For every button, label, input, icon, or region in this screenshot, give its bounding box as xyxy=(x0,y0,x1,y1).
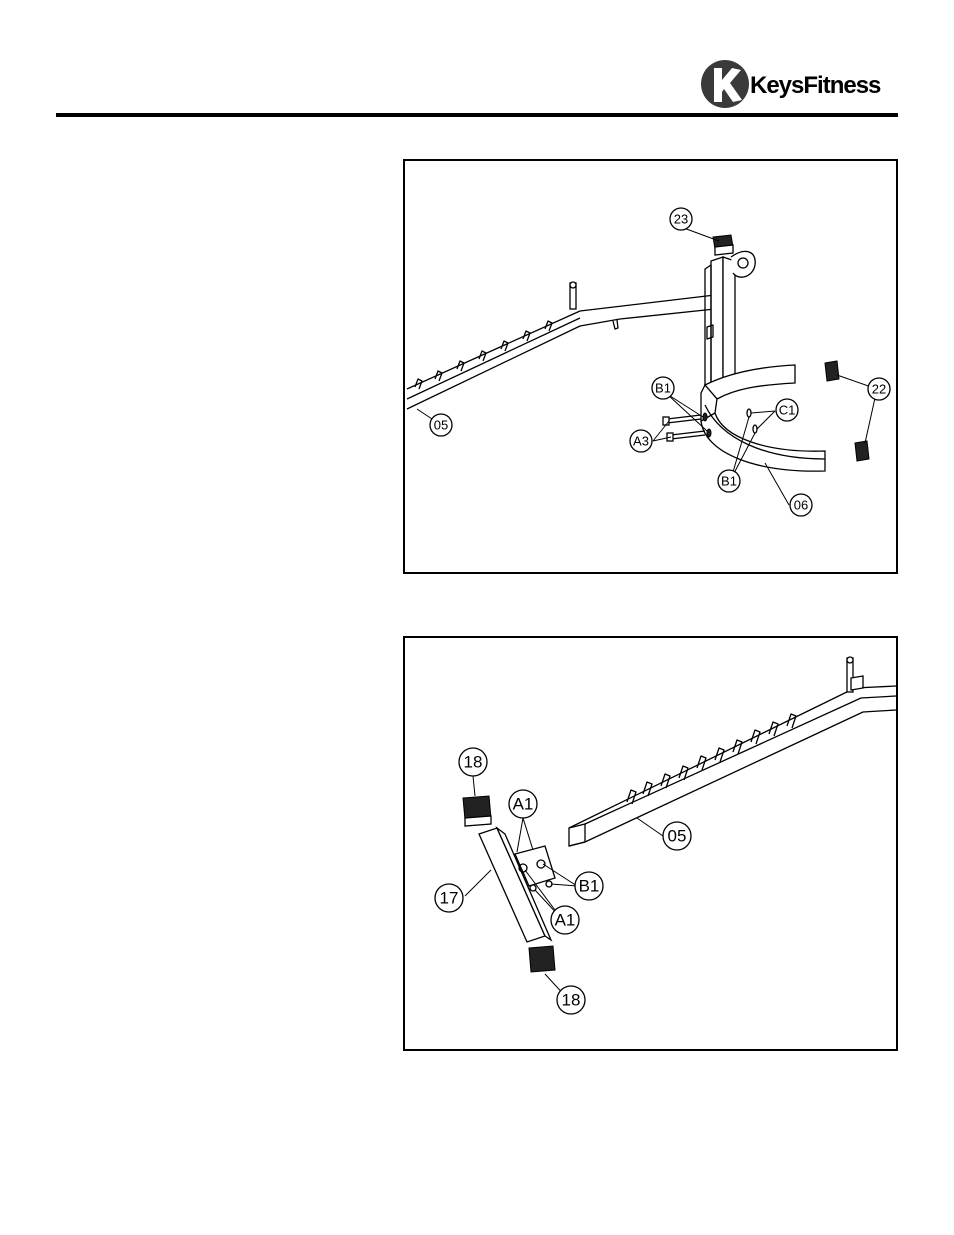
svg-text:A1: A1 xyxy=(555,911,576,930)
assembly-figure-2: 18 A1 05 17 B1 A1 18 xyxy=(403,636,898,1051)
callout-23: 23 xyxy=(670,208,692,230)
figure-2-leaders xyxy=(465,776,663,998)
svg-text:05: 05 xyxy=(668,827,687,846)
svg-text:17: 17 xyxy=(440,889,459,908)
callout-05: 05 xyxy=(663,822,691,850)
svg-text:B1: B1 xyxy=(579,877,600,896)
brand-logo: KeysFitness xyxy=(700,56,905,114)
assembly-figure-1: 23 05 B1 A3 C1 B1 06 22 xyxy=(403,159,898,574)
callout-b1-lower: B1 xyxy=(718,470,740,492)
svg-text:06: 06 xyxy=(794,498,808,513)
svg-text:B1: B1 xyxy=(655,381,671,396)
callout-18-lower: 18 xyxy=(557,986,585,1014)
brand-name-part2: Fitness xyxy=(803,72,880,99)
callout-05: 05 xyxy=(430,414,452,436)
svg-text:05: 05 xyxy=(434,418,448,433)
callout-b1: B1 xyxy=(575,872,603,900)
cap-23 xyxy=(713,235,733,255)
svg-text:22: 22 xyxy=(872,382,886,397)
header-rule xyxy=(56,113,898,117)
svg-text:C1: C1 xyxy=(779,403,796,418)
callout-18-upper: 18 xyxy=(459,748,487,776)
svg-text:23: 23 xyxy=(674,212,688,227)
foot-caps-22 xyxy=(825,361,869,461)
svg-text:A1: A1 xyxy=(513,795,534,814)
callout-a1-upper: A1 xyxy=(509,790,537,818)
callout-a1-lower: A1 xyxy=(551,906,579,934)
callout-b1-upper: B1 xyxy=(652,377,674,399)
svg-text:A3: A3 xyxy=(633,434,649,449)
frame-rail-05 xyxy=(569,657,896,846)
callout-06: 06 xyxy=(790,494,812,516)
callout-22: 22 xyxy=(868,378,890,400)
figure-2-drawing: 18 A1 05 17 B1 A1 18 xyxy=(405,638,896,1049)
brand-name: KeysFitness xyxy=(750,72,880,100)
brand-name-part1: Keys xyxy=(750,72,803,99)
svg-text:B1: B1 xyxy=(721,474,737,489)
callout-c1: C1 xyxy=(776,399,798,421)
keys-fitness-logo-icon xyxy=(700,56,752,114)
callout-17: 17 xyxy=(435,884,463,912)
figure-1-drawing: 23 05 B1 A3 C1 B1 06 22 xyxy=(405,161,896,572)
base-foot-06 xyxy=(701,365,825,471)
stabilizer-17 xyxy=(479,828,555,942)
svg-text:18: 18 xyxy=(562,991,581,1010)
callout-a3: A3 xyxy=(630,430,652,452)
svg-text:18: 18 xyxy=(464,753,483,772)
